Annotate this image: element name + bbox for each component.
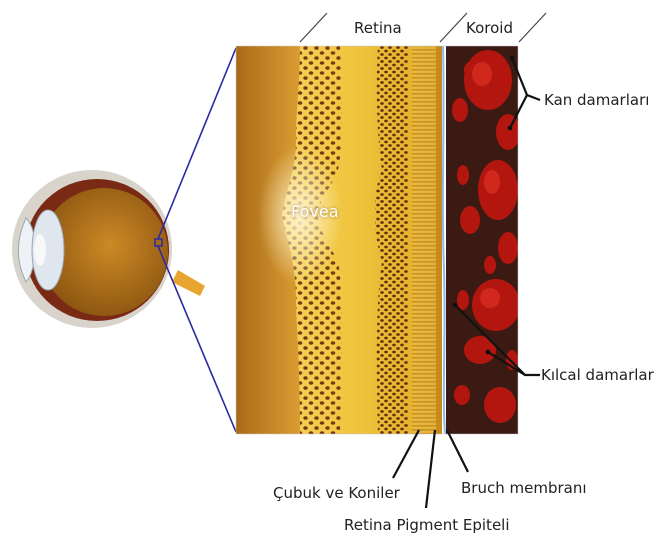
label-bruch-membrani: Bruch membranı <box>461 481 587 496</box>
label-koroid: Koroid <box>466 21 513 36</box>
leader-bruch <box>447 430 468 472</box>
label-kan-damarlari: Kan damarları <box>544 93 649 108</box>
bruch-membrane <box>443 46 445 434</box>
label-kilcal-damarlar: Kılcal damarlar <box>541 368 654 383</box>
rpe-layer <box>436 46 442 434</box>
label-retina: Retina <box>354 21 402 36</box>
label-cubuk-ve-koniler: Çubuk ve Koniler <box>273 486 400 501</box>
label-retina-pigment-epiteli: Retina Pigment Epiteli <box>344 518 510 533</box>
leader-cubuk-ve-koniler <box>393 430 419 478</box>
label-fovea: Fovea <box>291 204 339 220</box>
retina-cross-section <box>236 46 520 434</box>
leader-rpe <box>426 430 435 508</box>
